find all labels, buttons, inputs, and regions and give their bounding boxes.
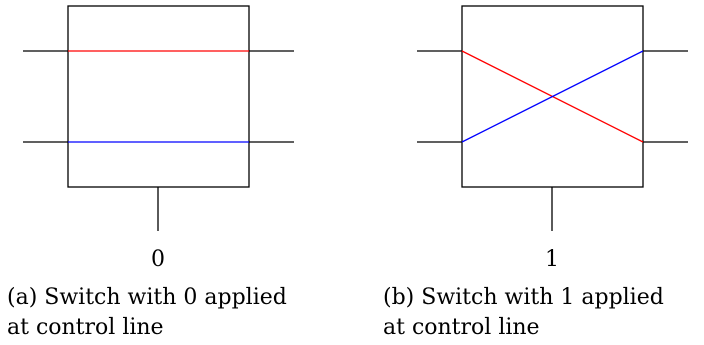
caption-line: at control line (383, 315, 540, 340)
caption-b: (b) Switch with 1 applied at control lin… (383, 283, 704, 343)
caption-a: (a) Switch with 0 applied at control lin… (7, 283, 337, 343)
control-value-label: 1 (545, 247, 559, 272)
caption-line: (a) Switch with 0 applied (7, 285, 287, 310)
caption-line: at control line (7, 315, 164, 340)
caption-line: (b) Switch with 1 applied (383, 285, 664, 310)
switch-diagrams: 0 1 (23, 5, 688, 272)
control-value-label: 0 (151, 247, 165, 272)
switch-box (67, 5, 250, 188)
switch-crossed: 1 (417, 5, 688, 272)
switch-straight: 0 (23, 5, 294, 272)
blue-path-crossed (461, 50, 644, 143)
